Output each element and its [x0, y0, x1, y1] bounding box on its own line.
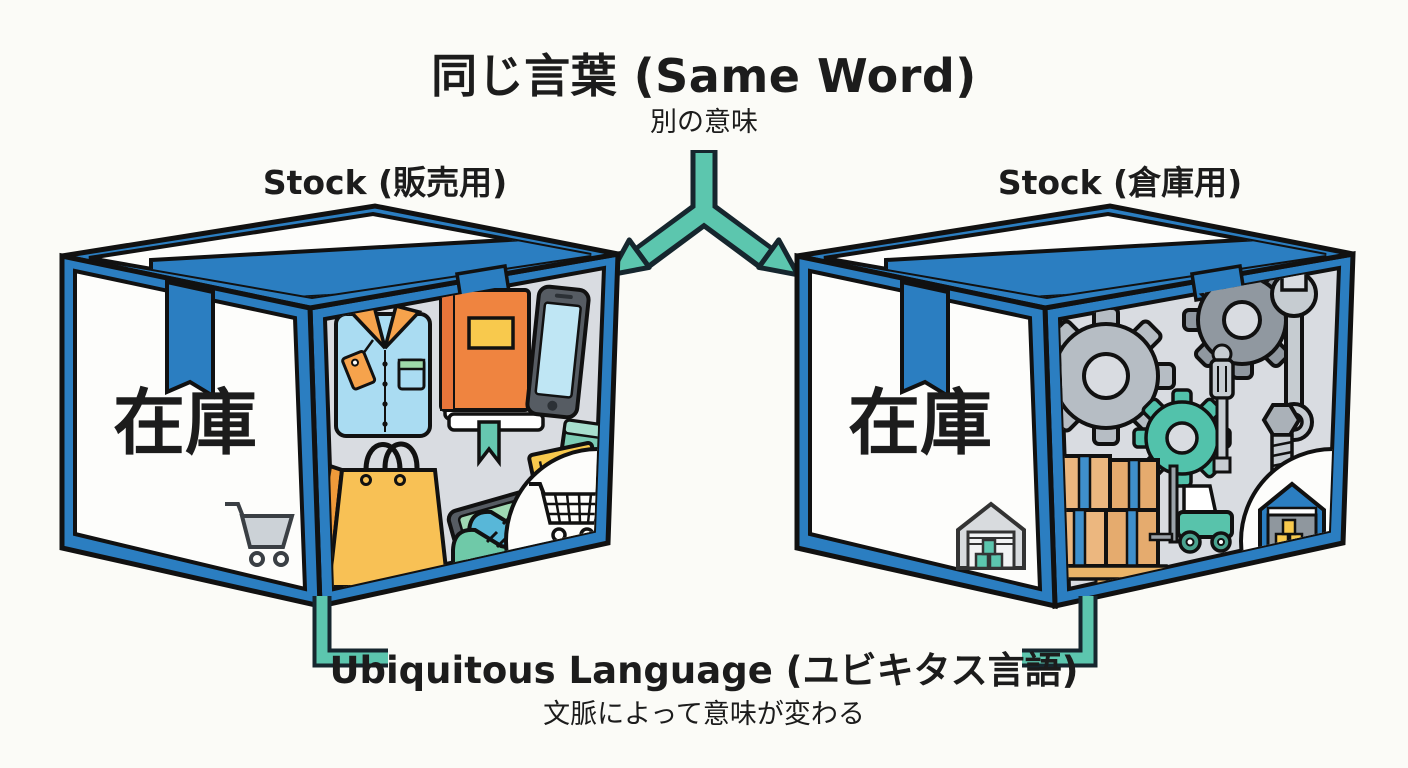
book-icon: [439, 288, 545, 468]
screwdriver-icon: [1209, 343, 1235, 474]
retail-stock-box: 在庫: [59, 203, 621, 610]
shirt-icon: [334, 303, 432, 438]
footer-label: Ubiquitous Language (ユビキタス言語): [329, 649, 1079, 692]
tape-flap: [165, 279, 215, 400]
left-box-label: 在庫: [113, 381, 257, 465]
right-box-label: 在庫: [848, 381, 992, 465]
smartphone-icon: [525, 284, 591, 420]
tape-flap: [900, 279, 950, 400]
left-context-label: Stock (販売用): [262, 163, 508, 202]
diagram-title: 同じ言葉 (Same Word): [431, 49, 977, 103]
split-arrow-icon: [607, 150, 801, 278]
right-context-label: Stock (倉庫用): [997, 163, 1243, 202]
warehouse-icon-small: [956, 501, 1026, 570]
diagram-subtitle: 別の意味: [650, 107, 758, 138]
warehouse-stock-box: 在庫: [794, 203, 1356, 610]
right-bracket-connector: [1022, 596, 1098, 668]
footer-sublabel: 文脈によって意味が変わる: [543, 699, 865, 730]
shopping-cart-icon-small: [225, 502, 295, 567]
forklift-icon: [1148, 464, 1234, 554]
left-bracket-connector: [312, 596, 388, 668]
